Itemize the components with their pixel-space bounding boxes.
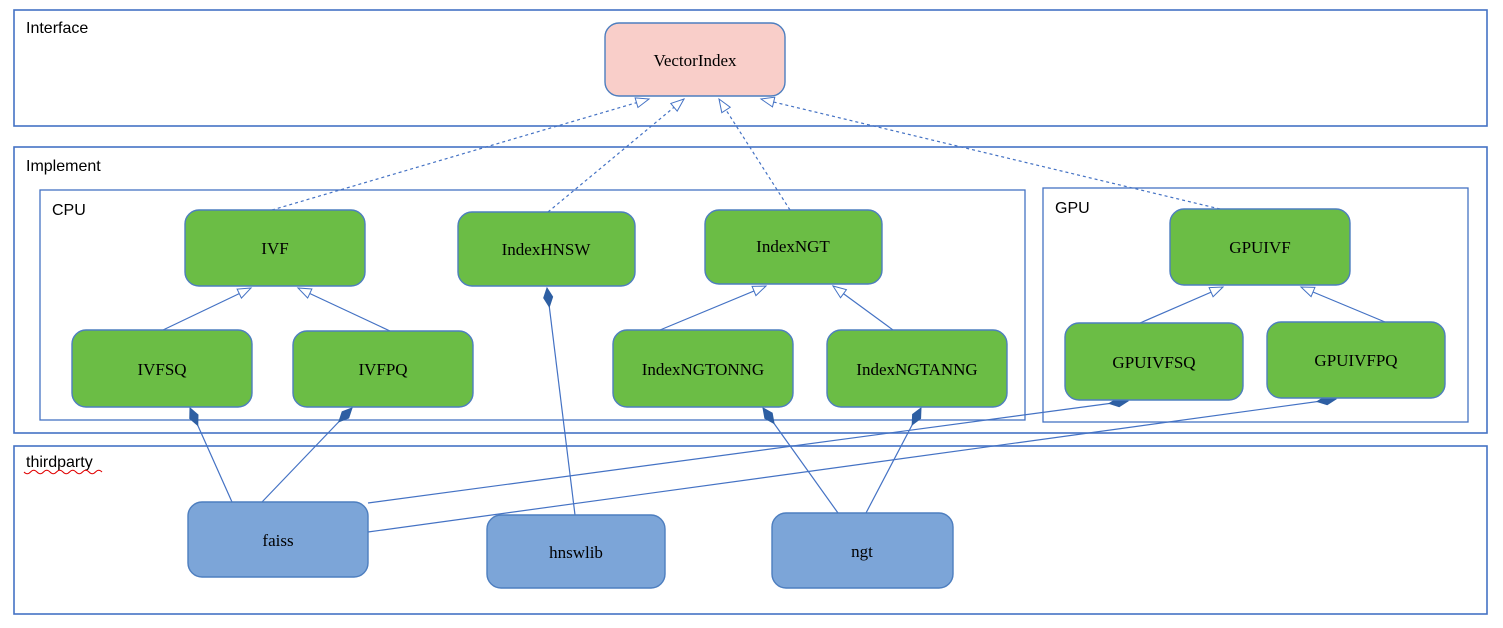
thirdparty-container-label: thirdparty — [26, 454, 93, 471]
cpu-container-label: CPU — [52, 202, 86, 219]
edge-generalization-gpuivfpq-to-gpuivf — [1299, 286, 1386, 323]
edge-composition-ngt-to-indexngtonng — [762, 407, 839, 514]
node-ivfpq: IVFPQ — [292, 330, 474, 408]
edge-composition-faiss-to-ivfpq — [261, 407, 353, 503]
edge-composition-faiss-to-ivfsq — [189, 406, 233, 503]
ivf-box — [184, 209, 366, 287]
node-indexngt: IndexNGT — [704, 209, 883, 285]
gpuivfsq-label: GPUIVFSQ — [1112, 353, 1195, 372]
node-gpuivf: GPUIVF — [1169, 208, 1351, 286]
node-indexngtanng: IndexNGTANNG — [826, 329, 1008, 408]
edge-composition-hnswlib-to-indexhnsw — [543, 286, 576, 516]
vectorindex-label: VectorIndex — [653, 51, 737, 70]
node-ivfsq: IVFSQ — [71, 329, 253, 408]
ngt-label: ngt — [851, 542, 873, 561]
ivf-label: IVF — [261, 239, 288, 258]
faiss-label: faiss — [262, 531, 293, 550]
gpu-container-label: GPU — [1055, 200, 1090, 217]
node-hnswlib: hnswlib — [486, 514, 666, 589]
indexngtanng-box — [826, 329, 1008, 408]
gpuivfpq-label: GPUIVFPQ — [1314, 351, 1397, 370]
node-ivf: IVF — [184, 209, 366, 287]
node-faiss: faiss — [187, 501, 369, 578]
faiss-box — [187, 501, 369, 578]
node-vectorindex: VectorIndex — [604, 22, 786, 97]
hnswlib-box — [486, 514, 666, 589]
node-indexhnsw: IndexHNSW — [457, 211, 636, 287]
indexngt-label: IndexNGT — [756, 237, 830, 256]
edge-generalization-gpuivfsq-to-gpuivf — [1139, 286, 1225, 324]
gpuivf-label: GPUIVF — [1229, 238, 1290, 257]
gpuivfpq-box — [1266, 321, 1446, 399]
interface-container-label: Interface — [26, 20, 88, 37]
edge-realization-gpuivf-to-vectorindex — [759, 96, 1221, 210]
edges-layer — [162, 96, 1386, 533]
ivfpq-label: IVFPQ — [358, 360, 407, 379]
edge-composition-faiss-to-gpuivfsq — [367, 397, 1130, 504]
gpuivfsq-box — [1064, 322, 1244, 401]
indexngtanng-label: IndexNGTANNG — [856, 360, 977, 379]
vectorindex-box — [604, 22, 786, 97]
indexngtonng-label: IndexNGTONNG — [642, 360, 764, 379]
ngt-box — [771, 512, 954, 589]
edge-generalization-ivfpq-to-ivf — [296, 287, 391, 332]
spellcheck-squiggle — [23, 469, 103, 475]
edge-realization-indexngt-to-vectorindex — [718, 97, 791, 211]
implement-container-label: Implement — [26, 158, 101, 175]
node-ngt: ngt — [771, 512, 954, 589]
indexngtonng-box — [612, 329, 794, 408]
edge-generalization-indexngtanng-to-indexngt — [831, 285, 894, 331]
indexngt-box — [704, 209, 883, 285]
edge-generalization-ivfsq-to-ivf — [162, 287, 253, 331]
indexhnsw-label: IndexHNSW — [502, 240, 592, 259]
edge-composition-ngt-to-indexngtanng — [865, 406, 922, 514]
ivfpq-box — [292, 330, 474, 408]
ivfsq-label: IVFSQ — [137, 360, 186, 379]
hnswlib-label: hnswlib — [549, 543, 603, 562]
node-indexngtonng: IndexNGTONNG — [612, 329, 794, 408]
edge-generalization-indexngtonng-to-indexngt — [659, 285, 768, 331]
gpuivf-box — [1169, 208, 1351, 286]
edge-composition-faiss-to-gpuivfpq — [367, 395, 1338, 533]
node-gpuivfpq: GPUIVFPQ — [1266, 321, 1446, 399]
ivfsq-box — [71, 329, 253, 408]
node-gpuivfsq: GPUIVFSQ — [1064, 322, 1244, 401]
indexhnsw-box — [457, 211, 636, 287]
